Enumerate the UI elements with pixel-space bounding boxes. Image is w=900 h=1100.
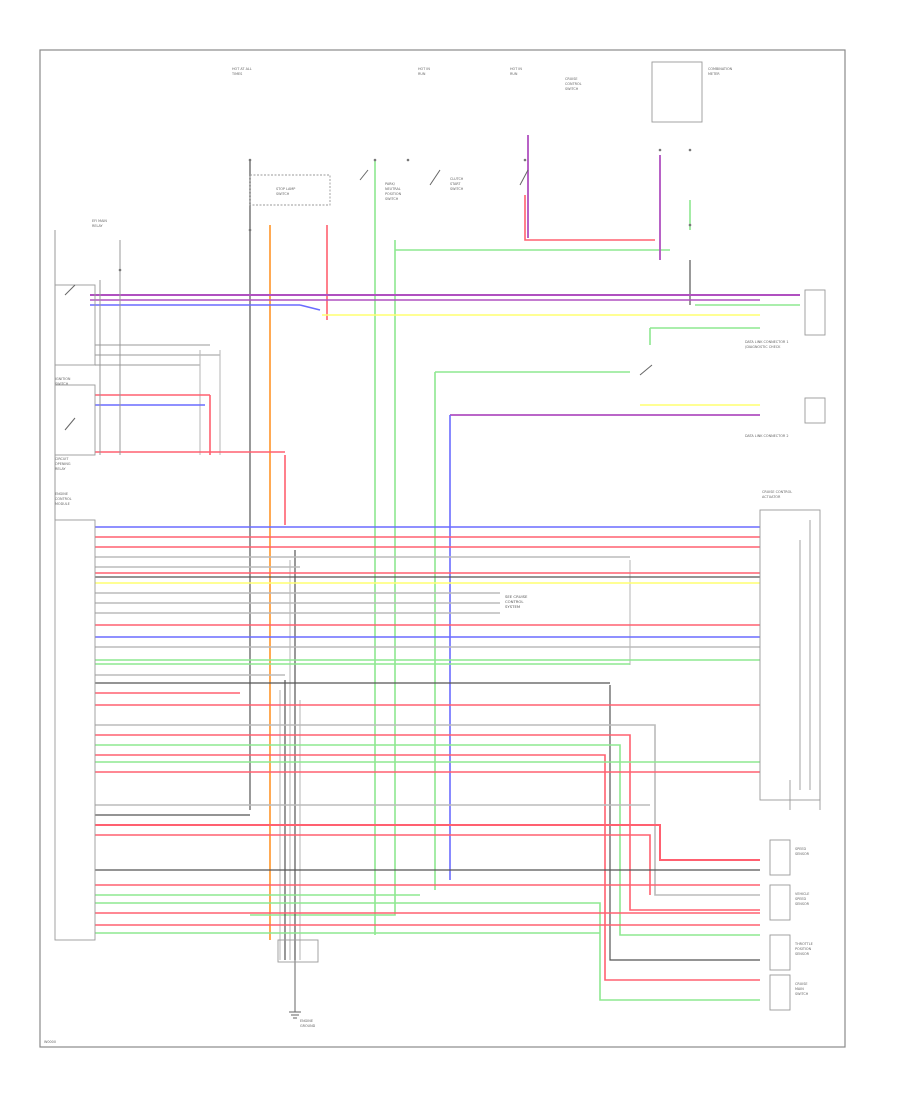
right-labels: DATA LINK CONNECTOR 1 (DIAGNOSTIC CHECK … — [745, 340, 813, 996]
label-dlc1-a: DATA LINK CONNECTOR 1 — [745, 340, 789, 344]
label-sensor-3a: THROTTLE — [794, 942, 813, 946]
left-bundle-edge — [54, 230, 121, 520]
label-park-neutral-c: POSITION — [385, 192, 402, 196]
wire-bundle-clamp — [277, 939, 319, 963]
switch-contacts — [64, 169, 653, 431]
label-sensor-4c: SWITCH — [795, 992, 809, 996]
ground-label: ENGINE GROUND — [300, 1019, 316, 1028]
label-circuit-opening-b: OPENING — [55, 462, 71, 466]
diagram-frame — [39, 49, 846, 1048]
label-combination-meter-a: COMBINATION — [708, 67, 733, 71]
dlc1-box — [804, 289, 826, 336]
wire-yellow — [322, 314, 760, 406]
ground-symbol — [289, 960, 301, 1019]
label-clutch-b: START — [450, 182, 461, 186]
label-combination-meter-b: METER — [708, 72, 720, 76]
figure-code-label: W0000 — [44, 1040, 56, 1044]
label-main-relay-a: EFI MAIN — [92, 219, 107, 223]
label-park-neutral-d: SWITCH — [385, 197, 399, 201]
ecm-box — [54, 519, 96, 941]
label-circuit-opening-a: CIRCUIT — [55, 457, 69, 461]
connector-dots — [118, 148, 692, 272]
center-note-c: SYSTEM — [505, 604, 520, 609]
label-stop-lamp-b: SWITCH — [276, 192, 290, 196]
label-hot-in-run-2a: HOT IN — [510, 67, 522, 71]
wire-purple-verticals — [450, 135, 760, 416]
left-relay-lines — [95, 344, 285, 453]
sensor-4-box — [769, 974, 791, 1011]
label-ecm-a: ENGINE — [55, 492, 68, 496]
label-hot-in-run-1b: RUN — [418, 72, 426, 76]
combination-meter-box — [651, 61, 703, 123]
label-dlc2: DATA LINK CONNECTOR 2 — [745, 434, 789, 438]
label-cruise-switch-a: CRUISE — [565, 77, 578, 81]
label-hot-in-run-2b: RUN — [510, 72, 518, 76]
label-actuator-a: CRUISE CONTROL — [762, 490, 792, 494]
label-sensor-2b: SPEED — [795, 897, 806, 901]
label-cruise-switch-c: SWITCH — [565, 87, 579, 91]
center-note-b: CONTROL — [505, 599, 524, 604]
label-dlc1-b: (DIAGNOSTIC CHECK — [745, 345, 781, 349]
actuator-box — [759, 509, 821, 801]
label-sensor-4b: MAIN — [795, 987, 804, 991]
label-sensor-2c: SENSOR — [795, 902, 810, 906]
label-sensor-4a: CRUISE — [795, 982, 808, 986]
sensor-3-box — [769, 934, 791, 971]
label-park-neutral-b: NEUTRAL — [385, 187, 401, 191]
label-sensor-2a: VEHICLE — [795, 892, 809, 896]
label-ecm-c: MODULE — [55, 502, 70, 506]
label-stop-lamp-a: STOP LAMP — [276, 187, 295, 191]
label-sensor-1b: SENSOR — [795, 852, 810, 856]
label-ignition-a: IGNITION — [55, 377, 71, 381]
sensor-2-box — [769, 884, 791, 921]
center-note: SEE CRUISE CONTROL SYSTEM — [505, 594, 528, 609]
ground-label-b: GROUND — [300, 1024, 316, 1028]
label-clutch-a: CLUTCH — [450, 177, 464, 181]
wire-green-verticals — [250, 160, 760, 935]
ecm-lines — [95, 526, 760, 1001]
label-park-neutral-a: PARK/ — [385, 182, 396, 186]
circuit-opening-relay-box — [54, 384, 96, 456]
label-sensor-3b: POSITION — [795, 947, 812, 951]
sensor-1-box — [769, 839, 791, 876]
left-labels: EFI MAIN RELAY IGNITION SWITCH CIRCUIT O… — [55, 219, 107, 506]
label-hot-at-all-times-1a: HOT AT ALL — [232, 67, 252, 71]
label-sensor-1a: SPEED — [795, 847, 806, 851]
label-actuator-b: ACTUATOR — [762, 495, 781, 499]
label-ecm-b: CONTROL — [55, 497, 72, 501]
label-hot-in-run-1a: HOT IN — [418, 67, 430, 71]
label-sensor-3c: SENSOR — [795, 952, 810, 956]
dlc2-box — [804, 397, 826, 424]
wire-gray-verticals — [199, 350, 631, 960]
top-labels: HOT AT ALL TIMES HOT IN RUN HOT IN RUN C… — [231, 67, 733, 201]
label-cruise-switch-b: CONTROL — [565, 82, 582, 86]
label-ignition-b: SWITCH — [55, 382, 69, 386]
label-main-relay-b: RELAY — [92, 224, 104, 228]
actuator-internal — [789, 520, 821, 810]
main-switch-box — [249, 174, 331, 206]
label-clutch-c: SWITCH — [450, 187, 464, 191]
main-relay-box — [54, 284, 96, 366]
center-note-a: SEE CRUISE — [505, 594, 528, 599]
label-hot-at-all-times-1b: TIMES — [231, 72, 242, 76]
wire-red-verticals — [209, 195, 655, 525]
label-circuit-opening-c: RELAY — [55, 467, 67, 471]
ground-label-a: ENGINE — [300, 1019, 313, 1023]
